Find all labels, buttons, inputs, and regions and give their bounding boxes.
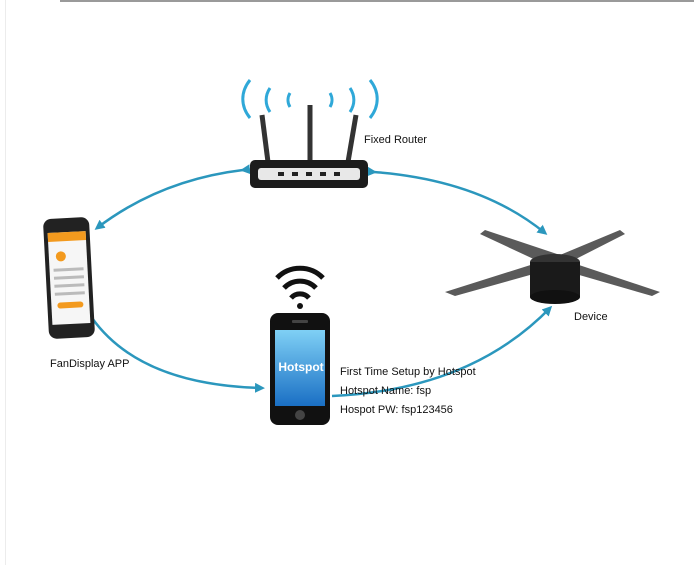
device-label: Device (574, 311, 608, 323)
router-icon (250, 105, 368, 188)
arrow-router-app (94, 164, 251, 230)
app-phone-icon (43, 217, 95, 339)
arrow-hotspot-device (331, 305, 553, 398)
left-border (5, 0, 6, 565)
arrow-app-hotspot (90, 317, 265, 393)
device-fan-icon (445, 230, 660, 304)
wifi-icon (275, 265, 325, 309)
top-divider (60, 0, 694, 2)
setup-title: First Time Setup by Hotspot (340, 366, 476, 378)
router-label: Fixed Router (364, 134, 427, 146)
router-signal-icon (241, 79, 379, 119)
arrow-router-device (366, 166, 548, 235)
hotspot-name: Hotspot Name: fsp (340, 385, 432, 397)
hotspot-password: Hospot PW: fsp123456 (340, 404, 453, 416)
hotspot-screen-label: Hotspot (278, 360, 324, 374)
app-label: FanDisplay APP (50, 358, 130, 370)
hotspot-phone-icon (270, 313, 330, 425)
